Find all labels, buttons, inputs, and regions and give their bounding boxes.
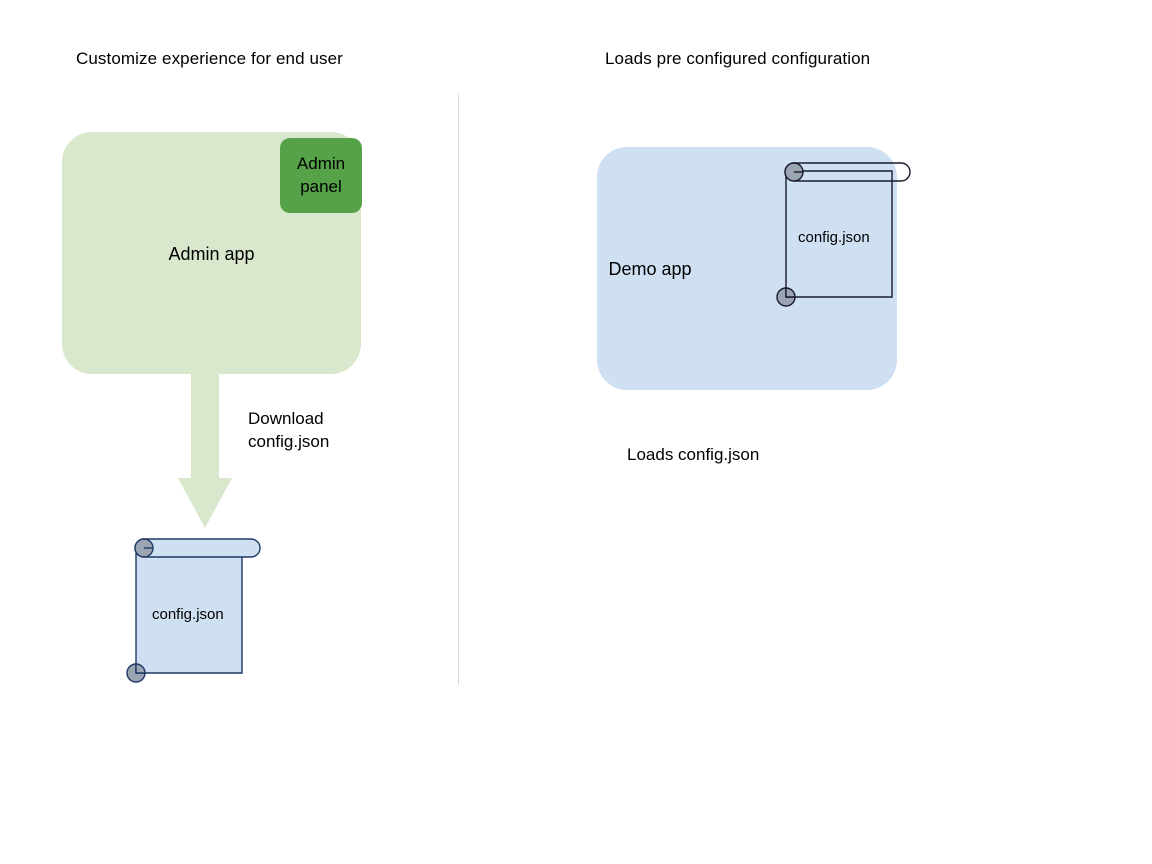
- demo-app-label: Demo app: [608, 259, 692, 279]
- column-divider: [458, 94, 459, 685]
- config-json-label-right: config.json: [798, 229, 870, 246]
- admin-panel-label: Admin panel: [296, 154, 346, 196]
- column-heading-left: Customize experience for end user: [76, 49, 343, 68]
- download-arrow-icon: [178, 366, 232, 528]
- scroll-shape: [126, 538, 261, 683]
- admin-panel-box[interactable]: Admin panel: [280, 138, 362, 213]
- scroll-shape: [776, 162, 911, 307]
- loads-config-caption: Loads config.json: [627, 445, 760, 464]
- column-heading-right: Loads pre configured configuration: [605, 49, 871, 68]
- config-json-label-left: config.json: [152, 606, 224, 623]
- config-json-document-left[interactable]: config.json: [118, 527, 266, 689]
- download-arrow-label: Download config.json: [248, 409, 330, 451]
- admin-app-label: Admin app: [168, 244, 255, 264]
- config-json-document-right[interactable]: config.json: [768, 151, 916, 313]
- demo-app-box[interactable]: Demo app: [597, 147, 897, 390]
